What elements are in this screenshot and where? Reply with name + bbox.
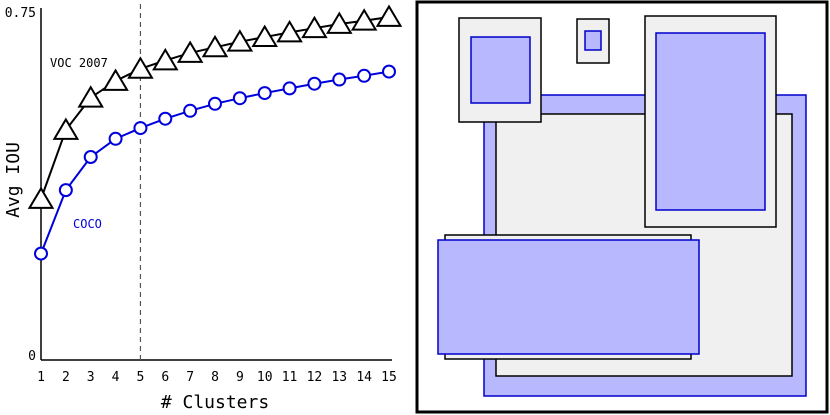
data-point-coco (83, 150, 98, 164)
data-point-coco (183, 103, 198, 118)
data-point-voc-2007 (176, 40, 204, 63)
x-tick-label: 14 (356, 370, 372, 385)
data-point-voc-2007 (350, 8, 378, 31)
x-tick-label: 1 (37, 370, 45, 385)
data-point-coco (232, 91, 247, 106)
data-point-voc-2007 (52, 117, 80, 140)
data-point-coco (282, 81, 297, 96)
cluster-boxes-diagram (415, 0, 829, 414)
x-tick-label: 15 (381, 370, 397, 385)
wide-box-blue (437, 239, 700, 355)
tall-box-cluster (644, 15, 777, 228)
data-point-coco (158, 111, 173, 126)
x-tick-label: 12 (307, 370, 323, 385)
data-point-coco (133, 121, 148, 136)
data-point-coco (257, 86, 272, 101)
tiny-box-blue (584, 30, 602, 51)
y-axis-label: Avg IOU (3, 142, 24, 218)
x-tick-label: 8 (211, 370, 219, 385)
data-point-voc-2007 (152, 47, 179, 71)
x-axis-label: # Clusters (161, 392, 269, 413)
data-point-voc-2007 (102, 68, 129, 91)
data-point-voc-2007 (301, 15, 328, 39)
y-tick-label: 0.75 (5, 6, 36, 21)
data-point-coco (332, 72, 347, 87)
tiny-box-gray (576, 18, 610, 64)
y-tick-label: 0 (28, 349, 36, 364)
data-point-voc-2007 (27, 186, 55, 209)
x-tick-label: 11 (282, 370, 298, 385)
data-point-coco (357, 68, 372, 83)
data-point-voc-2007 (127, 56, 154, 79)
data-point-voc-2007 (276, 19, 303, 43)
tall-box-blue (655, 32, 766, 211)
small-square-cluster (458, 17, 542, 123)
series-layer (27, 4, 403, 261)
data-point-coco (307, 76, 322, 91)
x-tick-label: 10 (257, 370, 273, 385)
data-point-coco (58, 183, 73, 198)
data-point-voc-2007 (375, 4, 403, 27)
x-tick-label: 7 (186, 370, 194, 385)
x-tick-label: 6 (161, 370, 169, 385)
x-tick-label: 2 (62, 370, 70, 385)
x-tick-label: 4 (112, 370, 120, 385)
data-point-coco (208, 96, 222, 111)
x-tick-label: 13 (331, 370, 347, 385)
series-label-coco: COCO (73, 217, 102, 231)
data-point-coco (108, 131, 123, 146)
data-point-voc-2007 (201, 34, 229, 58)
wide-box-cluster (437, 234, 700, 360)
x-tick-label: 9 (236, 370, 244, 385)
x-tick-label: 3 (87, 370, 95, 385)
small-square-box-blue (470, 36, 531, 104)
y-tick-labels: 00.75 (5, 6, 36, 364)
tiny-box-cluster (576, 18, 610, 64)
data-point-voc-2007 (251, 24, 278, 47)
data-point-voc-2007 (226, 29, 254, 52)
data-point-coco (382, 64, 396, 79)
data-point-coco (34, 246, 48, 261)
data-point-voc-2007 (77, 85, 104, 108)
data-point-voc-2007 (326, 11, 353, 34)
series-label-voc-2007: VOC 2007 (50, 56, 108, 70)
x-tick-label: 5 (137, 370, 145, 385)
